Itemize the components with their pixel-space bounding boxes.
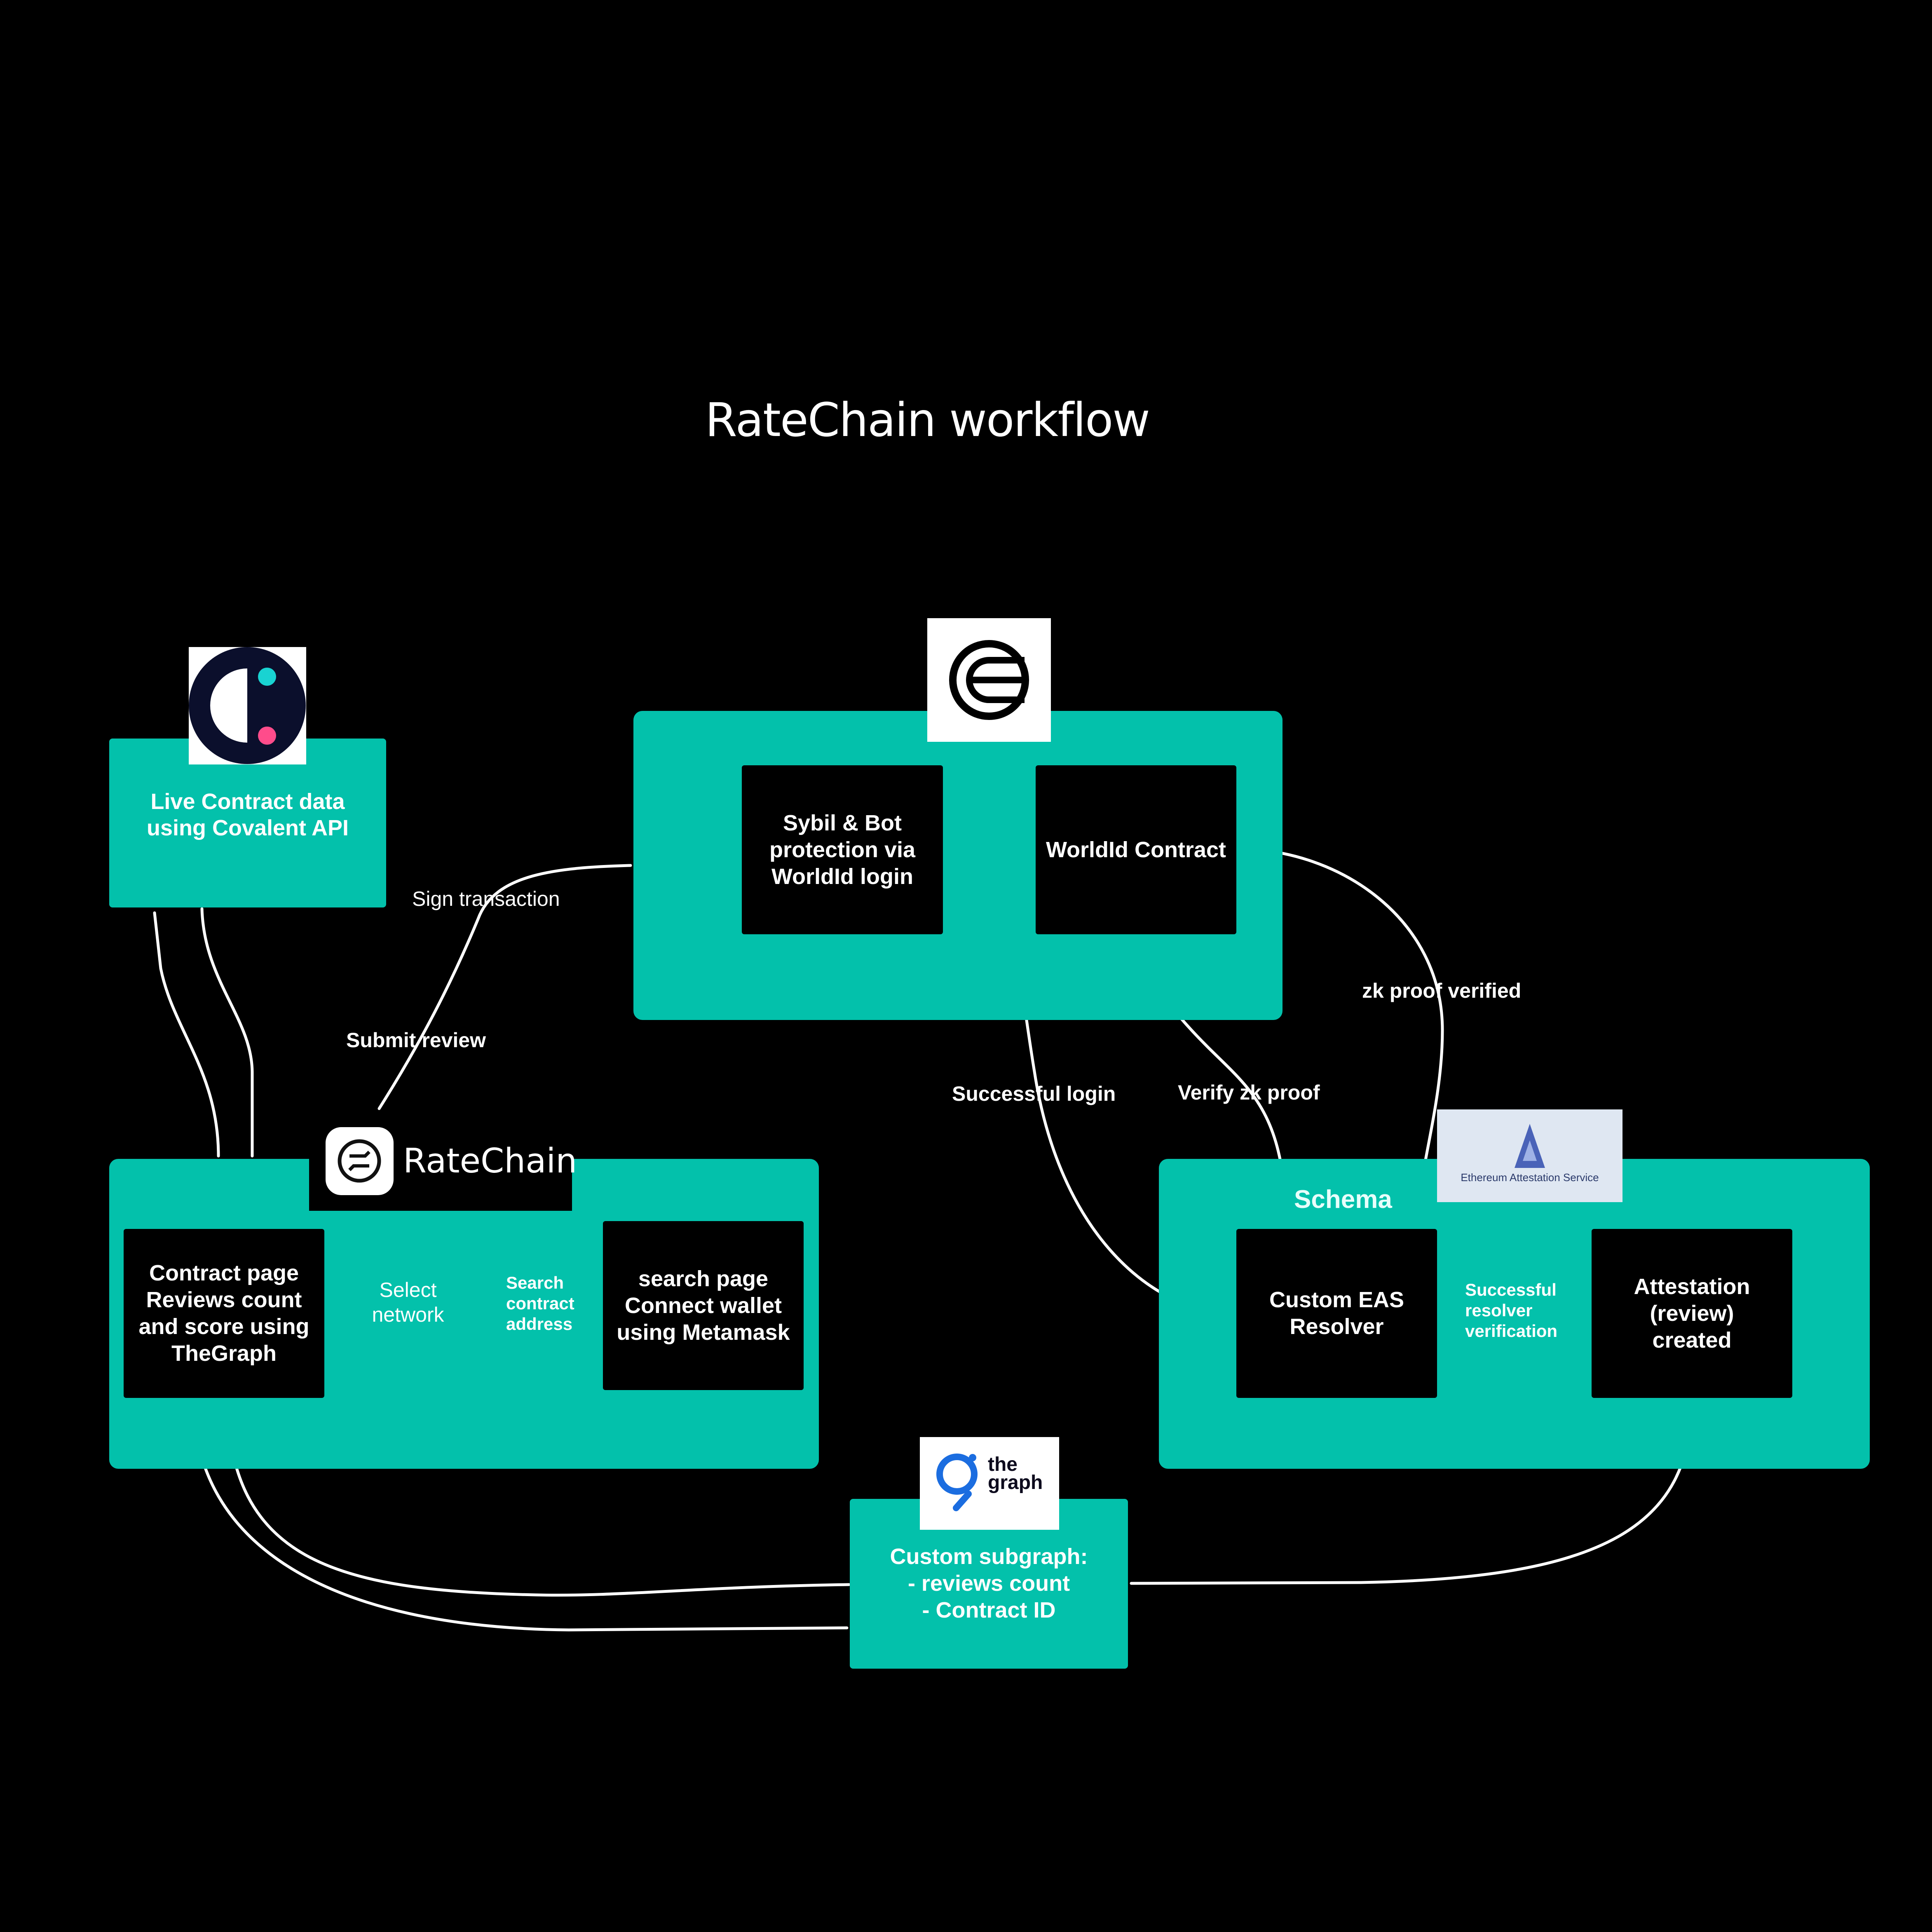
- covalent-logo-icon: [189, 647, 306, 764]
- edge-label-search-contract-address: Search contract address: [506, 1273, 574, 1334]
- covalent-box: Live Contract data using Covalent API: [109, 739, 386, 907]
- edge-label-zk-proof-verified: zk proof verified: [1362, 979, 1522, 1002]
- edge-label-successful-login: Successful login: [952, 1082, 1116, 1105]
- contract-page-box: Contract page Reviews count and score us…: [124, 1229, 324, 1398]
- ratechain-brand: RateChain: [309, 1113, 577, 1211]
- sybil-protection-box: Sybil & Bot protection via WorldId login: [742, 765, 943, 934]
- edge-label-verify-zk-proof: Verify zk proof: [1178, 1081, 1320, 1104]
- schema-label: Schema: [1294, 1185, 1392, 1214]
- edge-submit-review: [377, 864, 632, 1110]
- worldid-contract-box: WorldId Contract: [1036, 765, 1236, 934]
- eas-logo-icon: Ethereum Attestation Service: [1437, 1109, 1623, 1202]
- ratechain-logo-icon: [326, 1127, 394, 1195]
- covalent-label: Live Contract data using Covalent API: [146, 789, 349, 840]
- edge-label-sign-transaction: Sign transaction: [412, 887, 560, 910]
- edge-subgraph-to-contract: [225, 1397, 851, 1597]
- edge-label-select-network: Select network: [372, 1278, 444, 1326]
- diagram-title: RateChain workflow: [705, 394, 1150, 447]
- edge-label-submit-review: Submit review: [346, 1029, 486, 1052]
- attestation-box: Attestation (review) created: [1592, 1229, 1792, 1398]
- eas-logo-caption: Ethereum Attestation Service: [1461, 1171, 1599, 1184]
- worldcoin-logo-icon: [927, 618, 1051, 742]
- edge-label-successful-resolver-verification: Successful resolver verification: [1465, 1280, 1558, 1341]
- thegraph-logo-text: the graph: [988, 1454, 1043, 1494]
- edge-covalent-to-contract: [200, 907, 254, 1158]
- edge-contract-to-covalent: [153, 911, 220, 1158]
- search-page-box: search page Connect wallet using Metamas…: [603, 1221, 804, 1390]
- eas-resolver-box: Custom EAS Resolver: [1236, 1229, 1437, 1398]
- thegraph-logo-icon: the graph: [920, 1437, 1059, 1530]
- ratechain-brand-text: RateChain: [403, 1142, 577, 1181]
- subgraph-label: Custom subgraph: - reviews count - Contr…: [890, 1544, 1088, 1623]
